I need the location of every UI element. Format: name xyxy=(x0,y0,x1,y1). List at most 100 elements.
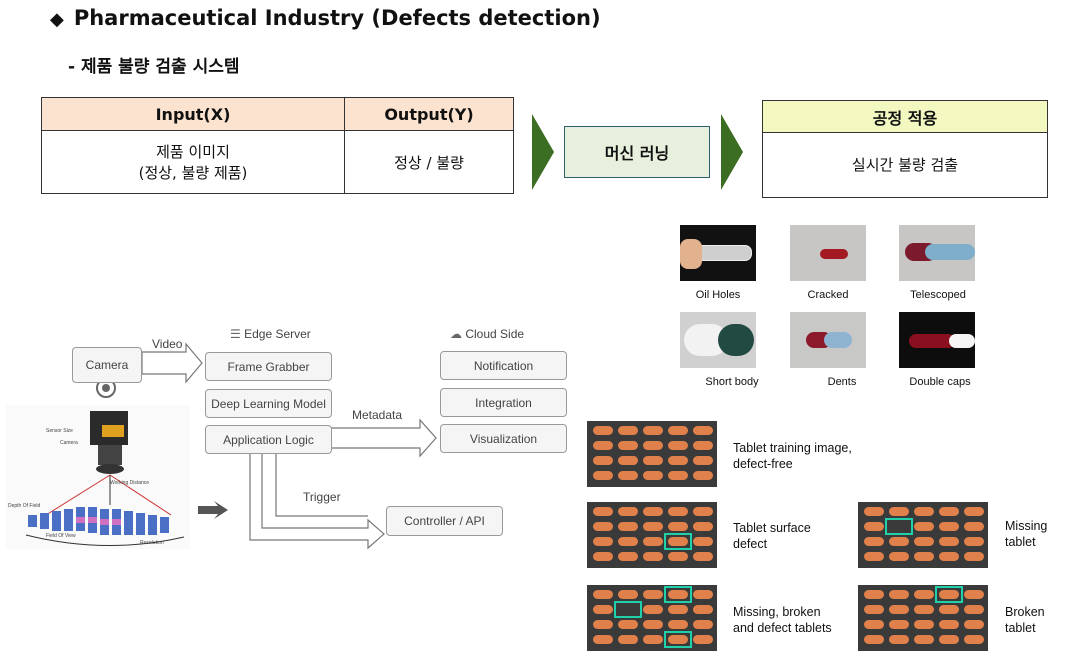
trigger-label: Trigger xyxy=(303,490,341,504)
capsule-label-telescoped: Telescoped xyxy=(910,289,966,301)
tablet-pill xyxy=(668,635,688,644)
tablet-pill xyxy=(889,537,909,546)
tablet-pill xyxy=(668,620,688,629)
tablet-pill xyxy=(864,605,884,614)
tablet-pill xyxy=(964,635,984,644)
tablet-pill xyxy=(864,620,884,629)
tablet-pill xyxy=(618,522,638,531)
integration-box: Integration xyxy=(440,388,567,417)
tablet-pill xyxy=(939,552,959,561)
tablet-pill xyxy=(693,522,713,531)
camera-small-label: Camera xyxy=(60,440,78,446)
tablet-pill xyxy=(914,537,934,546)
page-title: ◆Pharmaceutical Industry (Defects detect… xyxy=(50,6,601,30)
defect-marker xyxy=(935,586,963,603)
caption-line: Missing xyxy=(1005,519,1048,533)
input-line-2: (정상, 불량 제품) xyxy=(138,164,248,182)
input-header: Input(X) xyxy=(41,97,345,131)
caption-line: tablet xyxy=(1005,535,1036,549)
tablet-pill xyxy=(593,522,613,531)
tablet-pill xyxy=(668,537,688,546)
tablet-pill xyxy=(889,552,909,561)
tablet-image-missing xyxy=(858,502,988,568)
tablet-pill xyxy=(618,590,638,599)
capsule-label-double-caps: Double caps xyxy=(909,376,971,388)
caption-line: Tablet training image, xyxy=(733,441,852,455)
tablet-pill xyxy=(693,590,713,599)
tablet-pill xyxy=(593,426,613,435)
tablet-caption-surface: Tablet surface defect xyxy=(733,520,811,552)
tablet-pill xyxy=(668,590,688,599)
field-of-view-label: Field Of View xyxy=(46,533,76,539)
working-distance-label: Working Distance xyxy=(110,480,150,486)
tablet-pill xyxy=(618,507,638,516)
process-apply-body: 실시간 불량 검출 xyxy=(851,156,959,174)
page-title-text: Pharmaceutical Industry (Defects detecti… xyxy=(73,6,601,30)
tablet-pill xyxy=(693,537,713,546)
defect-marker xyxy=(614,601,642,618)
caption-line: tablet xyxy=(1005,621,1036,635)
deep-learning-model-box: Deep Learning Model xyxy=(205,389,332,418)
application-logic-box: Application Logic xyxy=(205,425,332,454)
capsule-double-caps xyxy=(899,312,975,368)
tablet-pill xyxy=(643,552,663,561)
tablet-pill xyxy=(964,537,984,546)
tablet-pill xyxy=(889,605,909,614)
tablet-pill xyxy=(693,507,713,516)
tablet-pill xyxy=(939,537,959,546)
tablet-pill xyxy=(914,635,934,644)
tablet-pill xyxy=(643,471,663,480)
visualization-box: Visualization xyxy=(440,424,567,453)
tablet-pill xyxy=(593,471,613,480)
tablet-pill xyxy=(939,590,959,599)
tablet-pill xyxy=(964,552,984,561)
tablet-pill xyxy=(618,426,638,435)
tablet-pill xyxy=(914,590,934,599)
tablet-pill xyxy=(939,620,959,629)
tablet-pill xyxy=(889,590,909,599)
frame-grabber-box: Frame Grabber xyxy=(205,352,332,381)
page-subtitle: - 제품 불량 검출 시스템 xyxy=(68,57,240,77)
tablet-pill xyxy=(668,456,688,465)
tablet-pill xyxy=(593,507,613,516)
tablet-pill xyxy=(693,426,713,435)
tablet-pill xyxy=(939,522,959,531)
tablet-pill xyxy=(643,441,663,450)
tablet-pill xyxy=(939,605,959,614)
tablet-pill xyxy=(618,471,638,480)
tablet-pill xyxy=(914,620,934,629)
tablet-pill xyxy=(668,552,688,561)
tablet-pill xyxy=(864,552,884,561)
tablet-pill xyxy=(889,620,909,629)
tablet-pill xyxy=(593,635,613,644)
capsule-cracked xyxy=(790,225,866,281)
tablet-pill xyxy=(693,552,713,561)
tablet-pill xyxy=(593,552,613,561)
tablet-pill xyxy=(964,590,984,599)
capsule-label-cracked: Cracked xyxy=(807,289,849,301)
machine-learning-box: 머신 러닝 xyxy=(564,126,710,178)
tablet-pill xyxy=(864,522,884,531)
tablet-pill xyxy=(618,456,638,465)
metadata-label: Metadata xyxy=(352,408,403,422)
controller-api-box: Controller / API xyxy=(386,506,503,536)
tablet-pill xyxy=(864,507,884,516)
tablet-pill xyxy=(693,605,713,614)
caption-line: Tablet surface xyxy=(733,521,811,535)
tablet-caption-training: Tablet training image,defect-free xyxy=(733,440,852,472)
tablet-pill xyxy=(618,552,638,561)
cloud-side-text: Cloud Side xyxy=(465,327,525,341)
tablet-pill xyxy=(618,537,638,546)
edge-server-text: Edge Server xyxy=(244,327,311,341)
caption-line: and defect tablets xyxy=(733,621,832,635)
tablet-pill xyxy=(618,441,638,450)
tablet-pill xyxy=(914,522,934,531)
tablet-pill xyxy=(643,605,663,614)
tablet-pill xyxy=(643,522,663,531)
tablet-pill xyxy=(939,507,959,516)
tablet-pill xyxy=(693,620,713,629)
capsule-label-oil-holes: Oil Holes xyxy=(695,289,741,301)
input-cell: 제품 이미지(정상, 불량 제품) xyxy=(41,130,345,194)
caption-line: defect xyxy=(733,537,768,551)
